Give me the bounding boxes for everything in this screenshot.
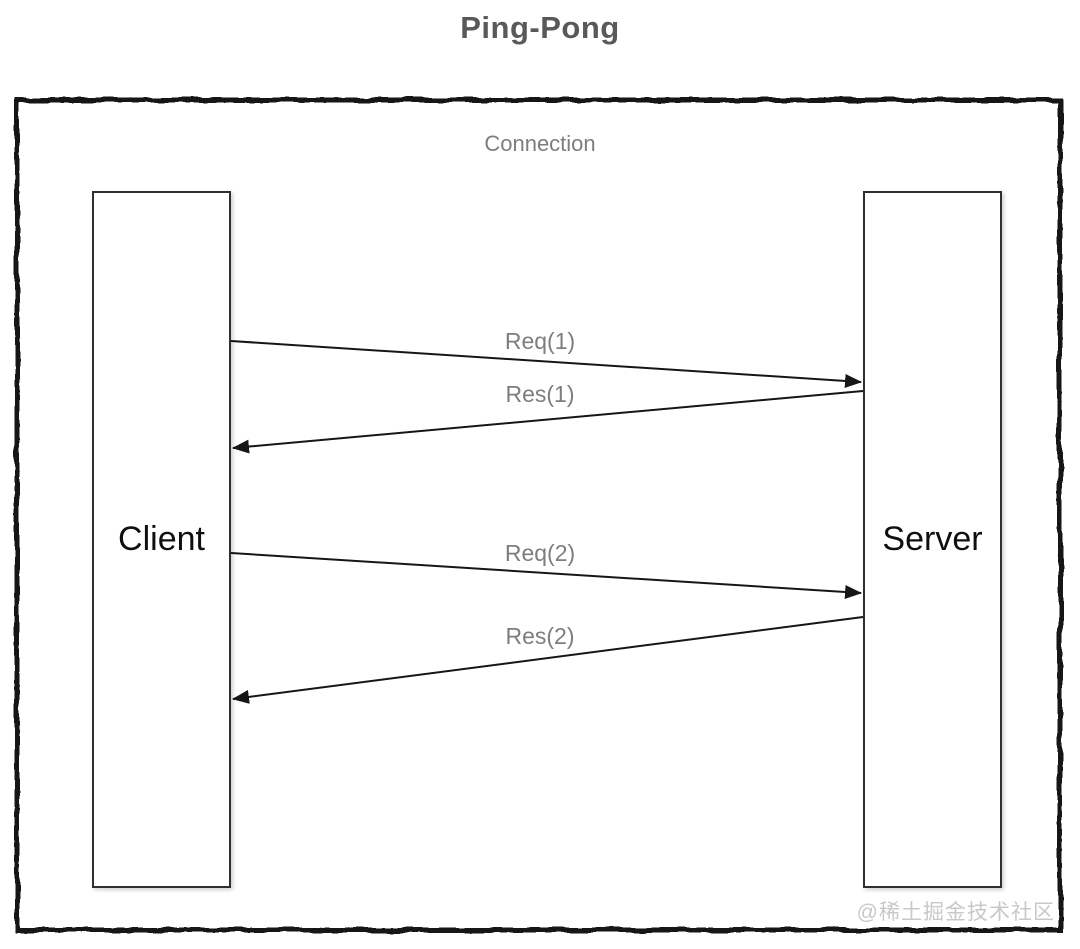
client-node: Client xyxy=(92,191,231,888)
message-label-req1: Req(1) xyxy=(504,328,576,354)
arrow-req2 xyxy=(230,552,862,599)
message-label-res2: Res(2) xyxy=(505,623,575,649)
message-label-res1: Res(1) xyxy=(505,381,575,407)
arrow-req1 xyxy=(230,340,862,388)
watermark: @稀土掘金技术社区 xyxy=(856,901,1055,924)
client-label: Client xyxy=(118,520,205,558)
connection-boundary xyxy=(14,97,1063,933)
connection-label: Connection xyxy=(484,131,596,156)
arrow-res2 xyxy=(232,616,864,704)
message-label-req2: Req(2) xyxy=(504,540,576,566)
diagram-title: Ping-Pong xyxy=(460,10,620,45)
arrow-res1 xyxy=(232,390,864,454)
server-label: Server xyxy=(882,520,983,558)
server-node: Server xyxy=(863,191,1002,888)
